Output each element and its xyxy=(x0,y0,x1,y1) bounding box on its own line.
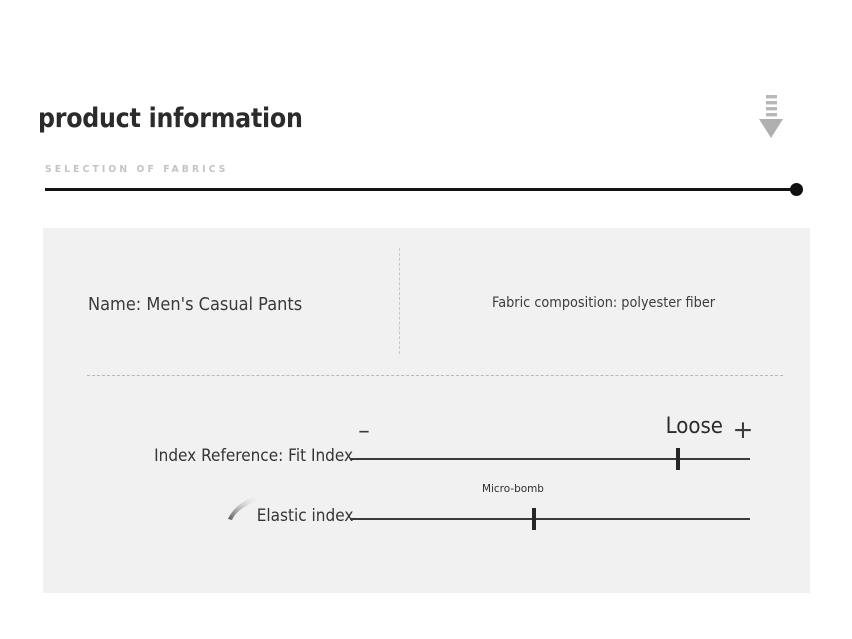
product-name: Name: Men's Casual Pants xyxy=(88,294,303,315)
progress-slider-knob[interactable] xyxy=(790,183,803,196)
elastic-index-slider-handle[interactable] xyxy=(532,508,536,530)
vertical-divider xyxy=(399,248,400,354)
fabric-progress-slider[interactable] xyxy=(45,183,805,197)
fit-index-decrease-button[interactable]: – xyxy=(358,418,370,444)
page-title: product information xyxy=(38,103,303,134)
download-arrow-icon[interactable] xyxy=(756,93,786,141)
fit-index-value-label: Loose xyxy=(665,414,723,439)
drag-motion-smudge xyxy=(226,494,260,520)
elastic-index-slider-row: Elastic index Micro-bomb xyxy=(43,482,810,546)
progress-slider-track[interactable] xyxy=(45,188,798,191)
fit-index-slider-row: Index Reference: Fit Index – Loose + xyxy=(43,414,810,486)
fit-index-slider-track[interactable] xyxy=(350,458,750,460)
fit-index-slider-handle[interactable] xyxy=(676,448,680,470)
fit-index-label: Index Reference: Fit Index xyxy=(154,446,353,466)
fit-index-increase-button[interactable]: + xyxy=(732,415,754,444)
product-info-card: Name: Men's Casual Pants Fabric composit… xyxy=(43,228,810,593)
elastic-index-value-label: Micro-bomb xyxy=(482,482,544,495)
elastic-index-label: Elastic index xyxy=(256,506,353,526)
horizontal-divider xyxy=(87,375,783,376)
elastic-index-slider-track[interactable] xyxy=(350,518,750,520)
section-label: SELECTION OF FABRICS xyxy=(45,164,229,175)
fabric-composition: Fabric composition: polyester fiber xyxy=(492,295,716,311)
